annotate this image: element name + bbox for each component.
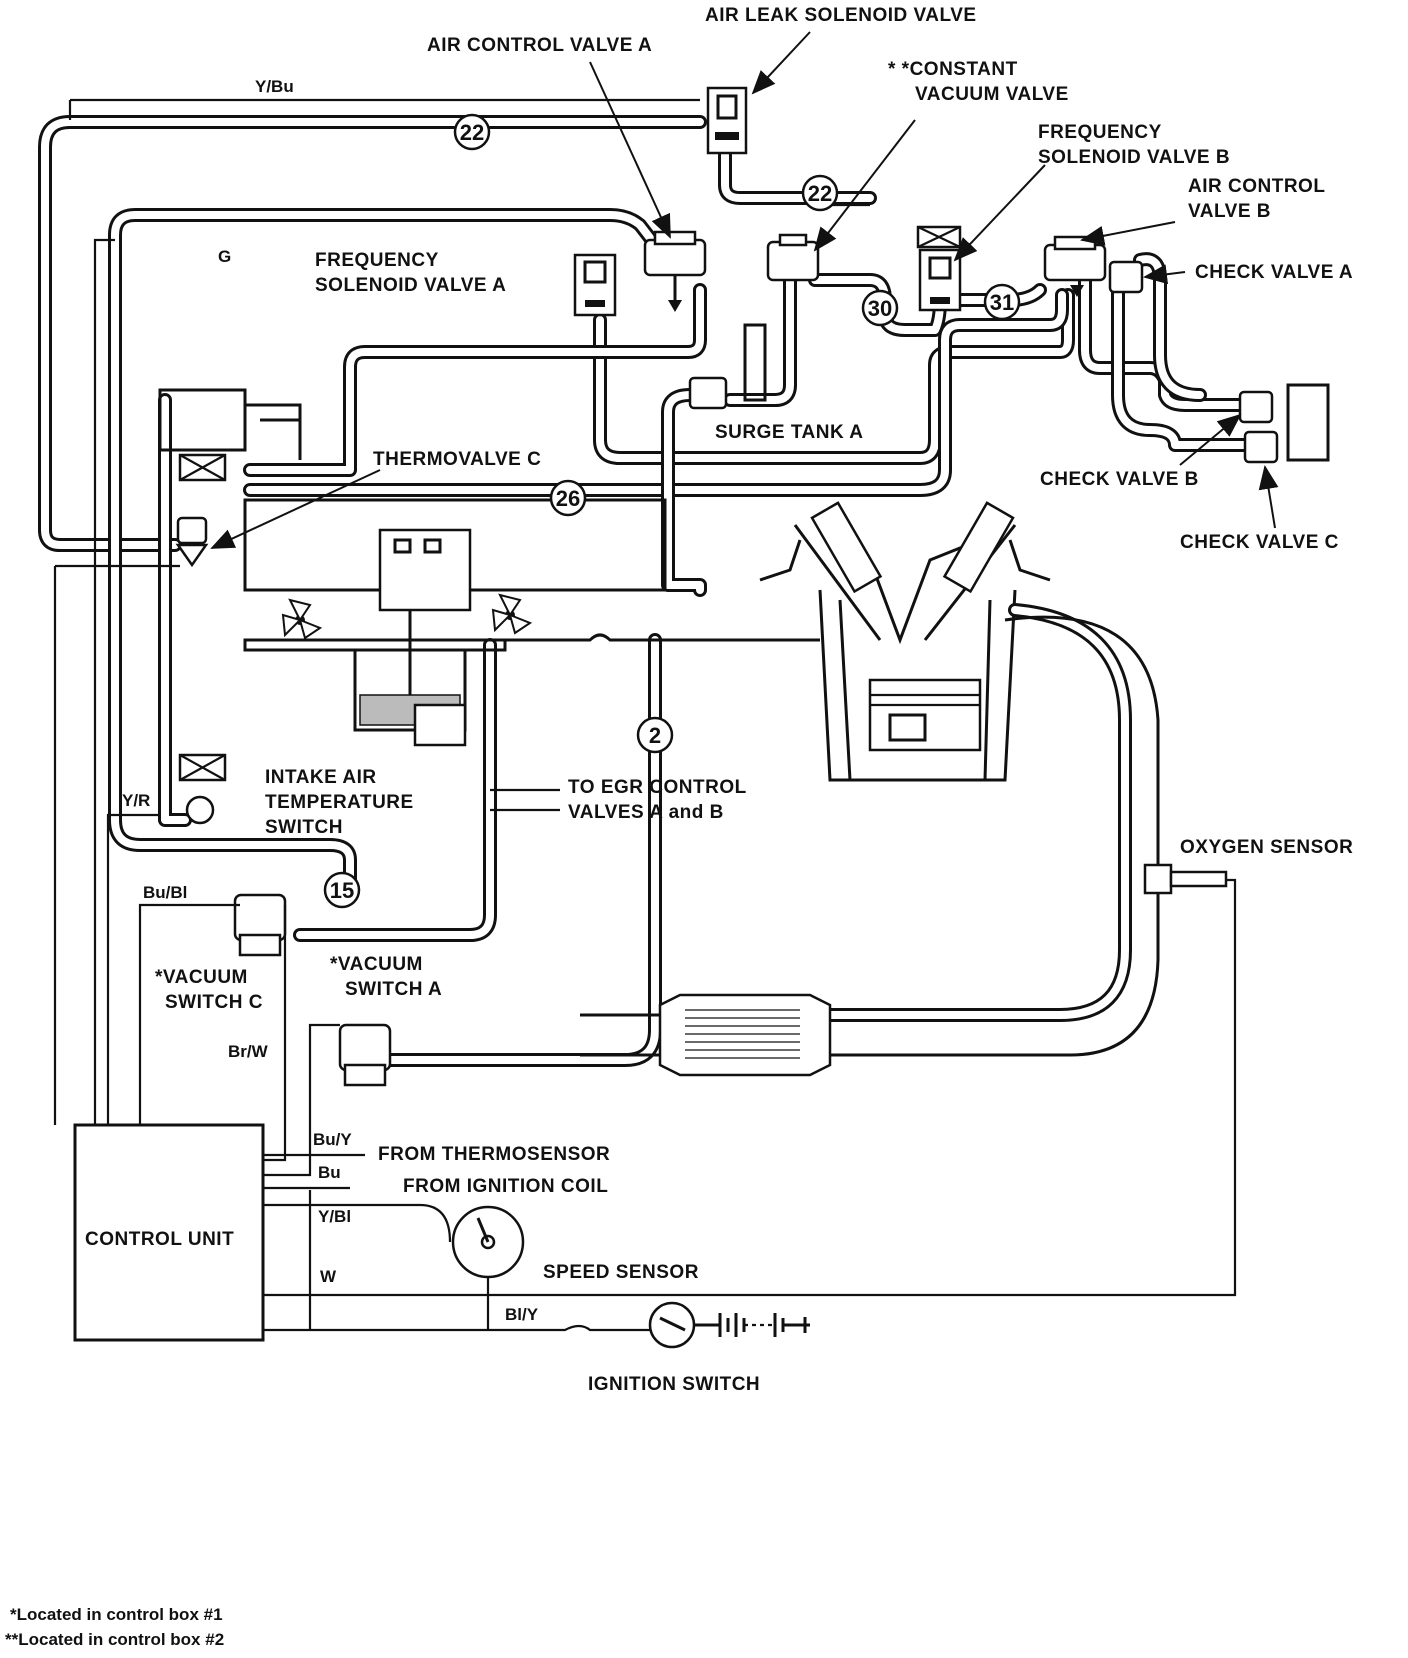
electrical-wires	[53, 98, 1237, 1332]
label-from-ignition-coil: FROM IGNITION COIL	[403, 1176, 608, 1197]
check-valve-surge	[688, 323, 767, 410]
air-control-valve-b	[1043, 235, 1107, 297]
label-constant-vacuum-valve: VACUUM VALVE	[915, 84, 1069, 105]
label-intake-air-temperature-switch: TEMPERATURE	[265, 792, 414, 813]
frequency-solenoid-valve-a	[573, 253, 617, 317]
air-cleaner	[158, 388, 302, 782]
label-thermovalve-c: THERMOVALVE C	[373, 449, 541, 470]
label-to-egr-control-valves: VALVES A and B	[568, 802, 724, 823]
thermovalve-c	[175, 516, 209, 568]
wire-y-bu: Y/Bu	[255, 77, 294, 96]
label-air-control-valve-a: AIR CONTROL VALVE A	[427, 35, 652, 56]
hose-number-22a: 22	[453, 113, 491, 151]
wire-bu-y: Bu/Y	[313, 1130, 352, 1149]
air-leak-solenoid-valve	[706, 86, 748, 155]
label-check-valve-a: CHECK VALVE A	[1195, 262, 1353, 283]
wire-y-r: Y/R	[122, 791, 150, 810]
vacuum-switch-c	[233, 893, 287, 957]
hose-number-26: 26	[549, 479, 587, 517]
intake-air-temperature-switch	[185, 795, 215, 825]
hose-number-15: 15	[323, 871, 361, 909]
label-arrows	[210, 31, 1279, 549]
svg-text:15: 15	[330, 878, 354, 903]
wire-g: G	[218, 247, 231, 266]
constant-vacuum-valve	[766, 233, 820, 282]
footnote-control-box-2: **Located in control box #2	[5, 1630, 224, 1649]
footnote-control-box-1: *Located in control box #1	[10, 1605, 223, 1624]
svg-text:22: 22	[460, 120, 484, 145]
wire-bu-bl: Bu/Bl	[143, 883, 187, 902]
check-valve-c	[1243, 383, 1330, 464]
hose-number-22b: 22	[801, 174, 839, 212]
label-to-egr-control-valves: TO EGR CONTROL	[568, 777, 747, 798]
catalytic-converter	[580, 993, 832, 1077]
speed-sensor	[451, 1205, 525, 1279]
wire-bu: Bu	[318, 1163, 341, 1182]
fan-icon	[281, 598, 323, 640]
intake-assembly	[243, 498, 820, 747]
label-check-valve-b: CHECK VALVE B	[1040, 469, 1199, 490]
wire-w: W	[320, 1267, 337, 1286]
label-vacuum-switch-c: *VACUUM	[155, 967, 248, 988]
label-intake-air-temperature-switch: INTAKE AIR	[265, 767, 377, 788]
check-valve-a	[1108, 260, 1144, 294]
svg-text:26: 26	[556, 486, 580, 511]
hose-number-30: 30	[861, 289, 899, 327]
check-valve-b	[1238, 390, 1274, 424]
label-constant-vacuum-valve: * *CONSTANT	[888, 59, 1018, 80]
label-vacuum-switch-a: SWITCH A	[345, 979, 442, 1000]
ignition-switch	[648, 1301, 696, 1349]
vacuum-switch-a	[338, 1023, 392, 1087]
label-vacuum-switch-a: *VACUUM	[330, 954, 423, 975]
label-oxygen-sensor: OXYGEN SENSOR	[1180, 837, 1353, 858]
label-frequency-solenoid-valve-b: FREQUENCY	[1038, 122, 1162, 143]
hose-number-31: 31	[983, 283, 1021, 321]
label-air-control-valve-b: VALVE B	[1188, 201, 1271, 222]
battery-icon	[694, 1313, 810, 1337]
label-from-thermosensor: FROM THERMOSENSOR	[378, 1144, 610, 1165]
label-check-valve-c: CHECK VALVE C	[1180, 532, 1339, 553]
control-unit-box	[73, 1123, 265, 1342]
label-air-leak-solenoid-valve: AIR LEAK SOLENOID VALVE	[705, 5, 977, 26]
label-intake-air-temperature-switch: SWITCH	[265, 817, 343, 838]
svg-text:31: 31	[990, 290, 1014, 315]
air-control-valve-a	[643, 230, 707, 312]
engine-cross-section	[759, 501, 1160, 1057]
svg-text:2: 2	[649, 723, 661, 748]
wire-y-bl: Y/Bl	[318, 1207, 351, 1226]
label-control-unit: CONTROL UNIT	[85, 1229, 234, 1250]
frequency-solenoid-valve-b	[916, 225, 962, 312]
vacuum-hoses	[38, 115, 1262, 1067]
label-frequency-solenoid-valve-a: SOLENOID VALVE A	[315, 275, 506, 296]
label-vacuum-switch-c: SWITCH C	[165, 992, 263, 1013]
hose-number-2: 2	[636, 716, 674, 754]
label-ignition-switch: IGNITION SWITCH	[588, 1374, 760, 1395]
label-frequency-solenoid-valve-a: FREQUENCY	[315, 250, 439, 271]
label-frequency-solenoid-valve-b: SOLENOID VALVE B	[1038, 147, 1230, 168]
wire-bl-y: Bl/Y	[505, 1305, 539, 1324]
oxygen-sensor	[1143, 863, 1228, 895]
fan-icon	[491, 593, 533, 635]
wire-br-w: Br/W	[228, 1042, 269, 1061]
svg-text:22: 22	[808, 181, 832, 206]
label-speed-sensor: SPEED SENSOR	[543, 1262, 699, 1283]
svg-text:30: 30	[868, 296, 892, 321]
label-surge-tank-a: SURGE TANK A	[715, 422, 864, 443]
label-air-control-valve-b: AIR CONTROL	[1188, 176, 1325, 197]
